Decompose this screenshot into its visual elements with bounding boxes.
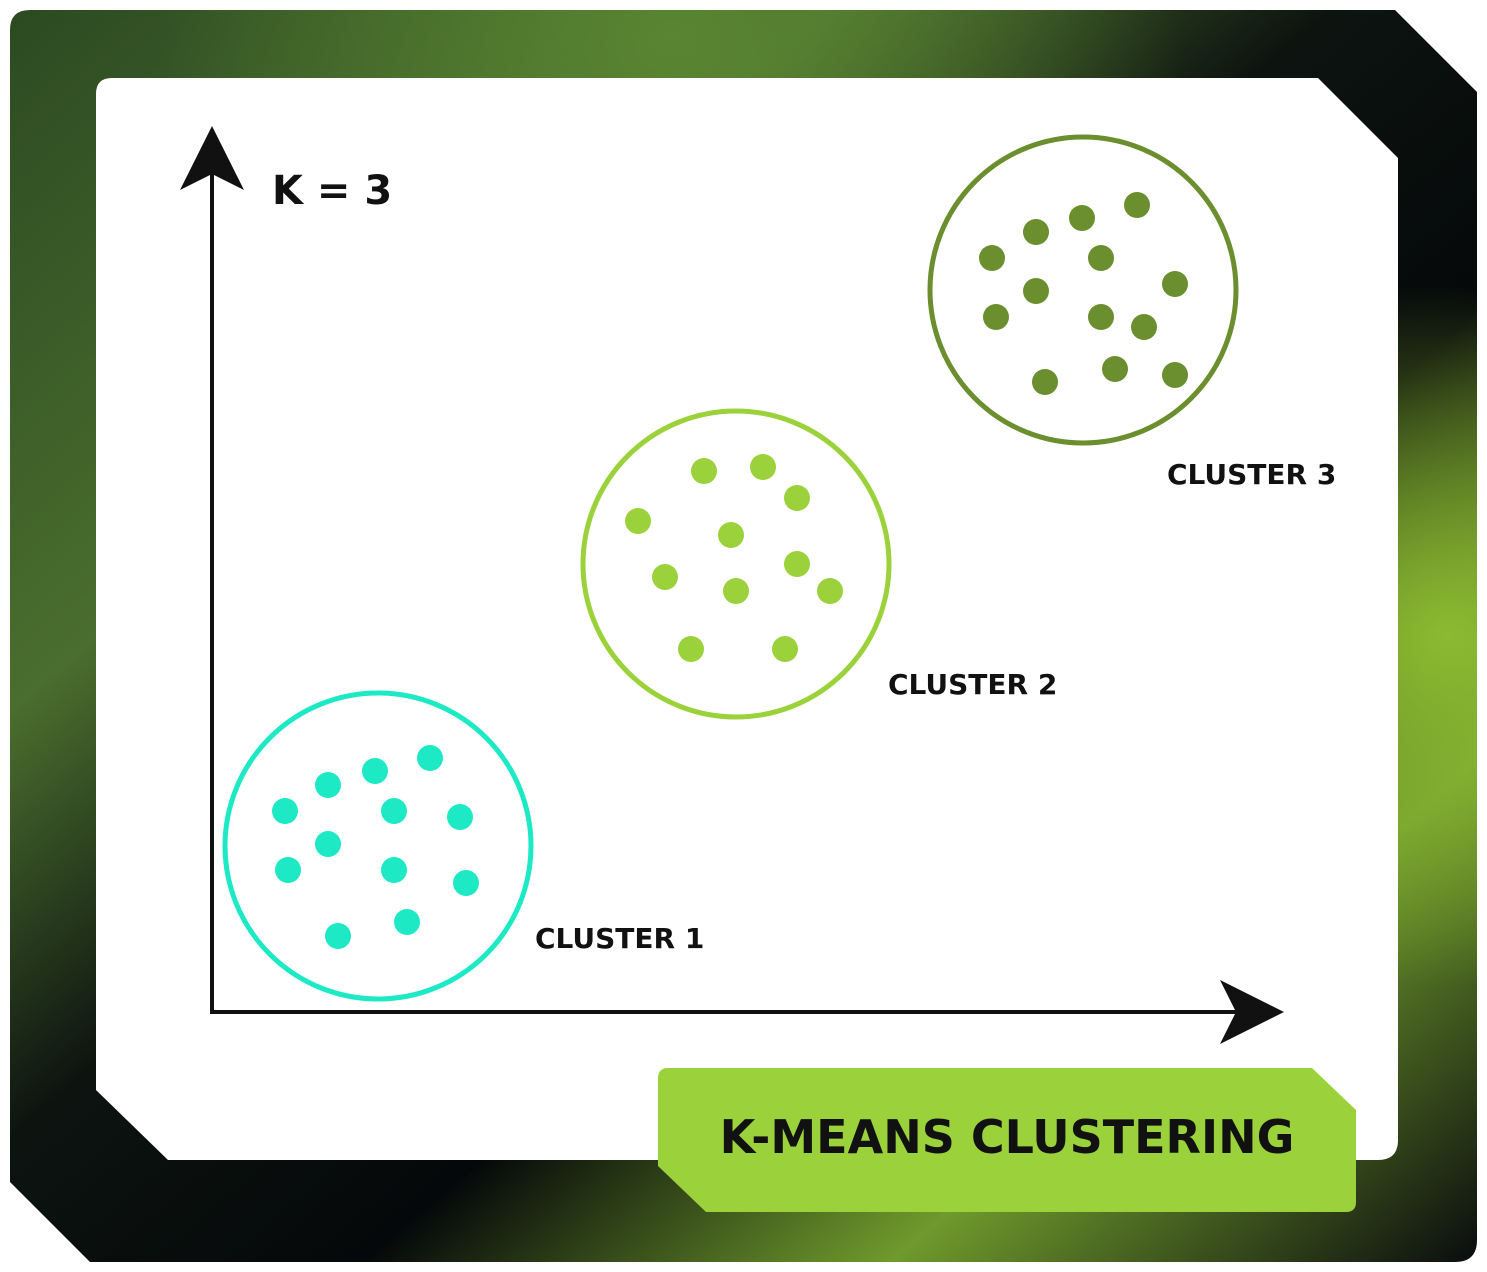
cluster-3-label: CLUSTER 3 (1167, 458, 1336, 491)
cluster-1: CLUSTER 1 (222, 690, 704, 1002)
cluster-2-point (750, 454, 776, 480)
cluster-1-point (394, 909, 420, 935)
cluster-1-point (453, 870, 479, 896)
cluster-1-points (272, 745, 479, 949)
cluster-3-point (1069, 205, 1095, 231)
cluster-2-point (784, 551, 810, 577)
cluster-3-point (1102, 356, 1128, 382)
cluster-3-point (1088, 304, 1114, 330)
title-badge-shape (658, 1068, 1356, 1212)
title-badge: K-MEANS CLUSTERING (658, 1068, 1356, 1212)
cluster-2-point (723, 578, 749, 604)
title-text: K-MEANS CLUSTERING (720, 1110, 1295, 1164)
cluster-1-point (315, 772, 341, 798)
cluster-1-point (417, 745, 443, 771)
cluster-2-point (817, 578, 843, 604)
cluster-1-point (325, 923, 351, 949)
cluster-2-point (678, 636, 704, 662)
cluster-2-points (625, 454, 843, 662)
cluster-3-point (1131, 314, 1157, 340)
cluster-3-point (1032, 369, 1058, 395)
cluster-2-boundary (580, 408, 892, 720)
cluster-2-point (784, 485, 810, 511)
cluster-1-boundary (222, 690, 534, 1002)
cluster-3-point (1023, 219, 1049, 245)
cluster-1-point (315, 831, 341, 857)
cluster-3: CLUSTER 3 (927, 134, 1336, 491)
cluster-2-point (772, 636, 798, 662)
cluster-3-point (1162, 362, 1188, 388)
cluster-2-point (625, 508, 651, 534)
cluster-1-point (381, 857, 407, 883)
cluster-2-label: CLUSTER 2 (888, 668, 1057, 701)
cluster-1-point (272, 798, 298, 824)
cluster-3-point (1023, 278, 1049, 304)
cluster-3-point (1088, 245, 1114, 271)
cluster-2-point (718, 522, 744, 548)
axes (180, 126, 1284, 1044)
k-label: K = 3 (272, 168, 392, 214)
cluster-3-point (1162, 271, 1188, 297)
cluster-1-label: CLUSTER 1 (535, 922, 704, 955)
cluster-3-boundary (927, 134, 1239, 446)
cluster-3-point (1124, 192, 1150, 218)
cluster-3-point (983, 304, 1009, 330)
cluster-2: CLUSTER 2 (580, 408, 1057, 720)
cluster-1-point (362, 758, 388, 784)
cluster-1-point (381, 798, 407, 824)
cluster-1-point (275, 857, 301, 883)
cluster-2-point (652, 564, 678, 590)
inner-panel (96, 78, 1398, 1160)
cluster-2-point (691, 458, 717, 484)
cluster-1-point (447, 804, 473, 830)
cluster-3-points (979, 192, 1188, 395)
cluster-3-point (979, 245, 1005, 271)
